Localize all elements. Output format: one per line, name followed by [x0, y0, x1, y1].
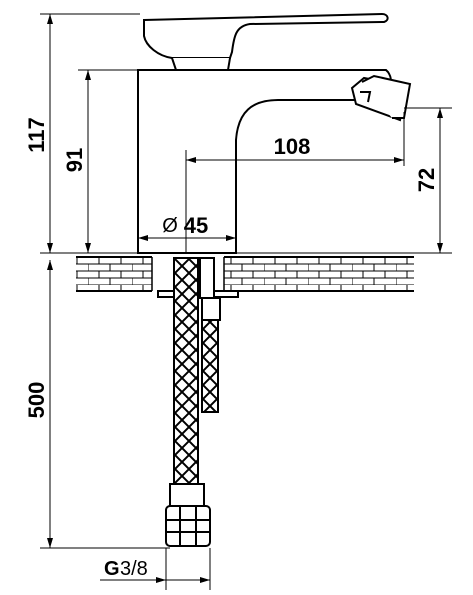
dim-spout-reach-label: 108 — [274, 134, 311, 159]
dim-body-diameter-label: 45 — [184, 213, 208, 238]
bidet-nozzle — [350, 74, 412, 122]
dim-diameter-symbol: Ø — [162, 215, 178, 237]
dim-total-height-label: 117 — [24, 117, 49, 153]
dim-hose-length-label: 500 — [24, 382, 49, 419]
dimension-arrows — [47, 14, 443, 583]
dim-nozzle-height-label: 72 — [414, 168, 439, 192]
flexible-hose — [165, 257, 211, 547]
countertop-brick-band — [76, 255, 414, 293]
lever-handle — [143, 12, 389, 71]
thread-label-prefix: G — [104, 558, 120, 580]
thread-label-size: 3/8 — [120, 558, 148, 580]
dim-spout-height-label: 91 — [62, 148, 87, 172]
dimension-lines — [40, 13, 452, 590]
